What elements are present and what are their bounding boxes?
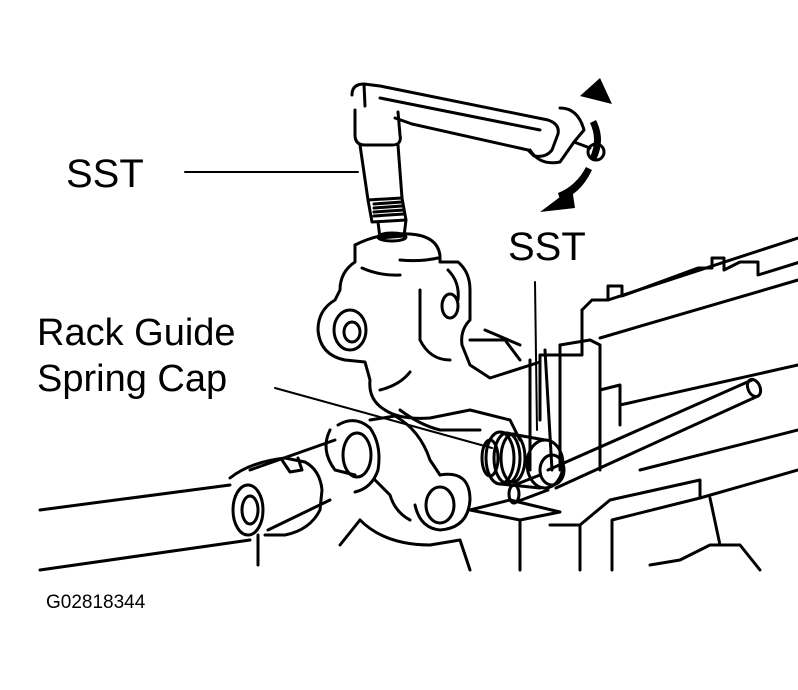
leader-rack-guide (274, 387, 493, 449)
sst-rod (507, 377, 763, 505)
callout-rack-guide-line1: Rack Guide (37, 312, 236, 354)
rack-tube (38, 438, 337, 572)
callout-sst-wrench: SST (66, 152, 144, 196)
callout-rack-guide-line2: Spring Cap (37, 358, 228, 400)
callout-sst-rod: SST (508, 225, 586, 269)
gear-housing (316, 232, 542, 572)
leader-sst-rod (534, 281, 538, 431)
rack-guide-spring-cap (480, 430, 566, 490)
leader-lines (184, 171, 538, 449)
curved-double-arrow-icon (540, 78, 612, 212)
bench-fixture (468, 236, 798, 572)
figure-code: G02818344 (46, 592, 146, 613)
sst-wrench (350, 82, 606, 243)
